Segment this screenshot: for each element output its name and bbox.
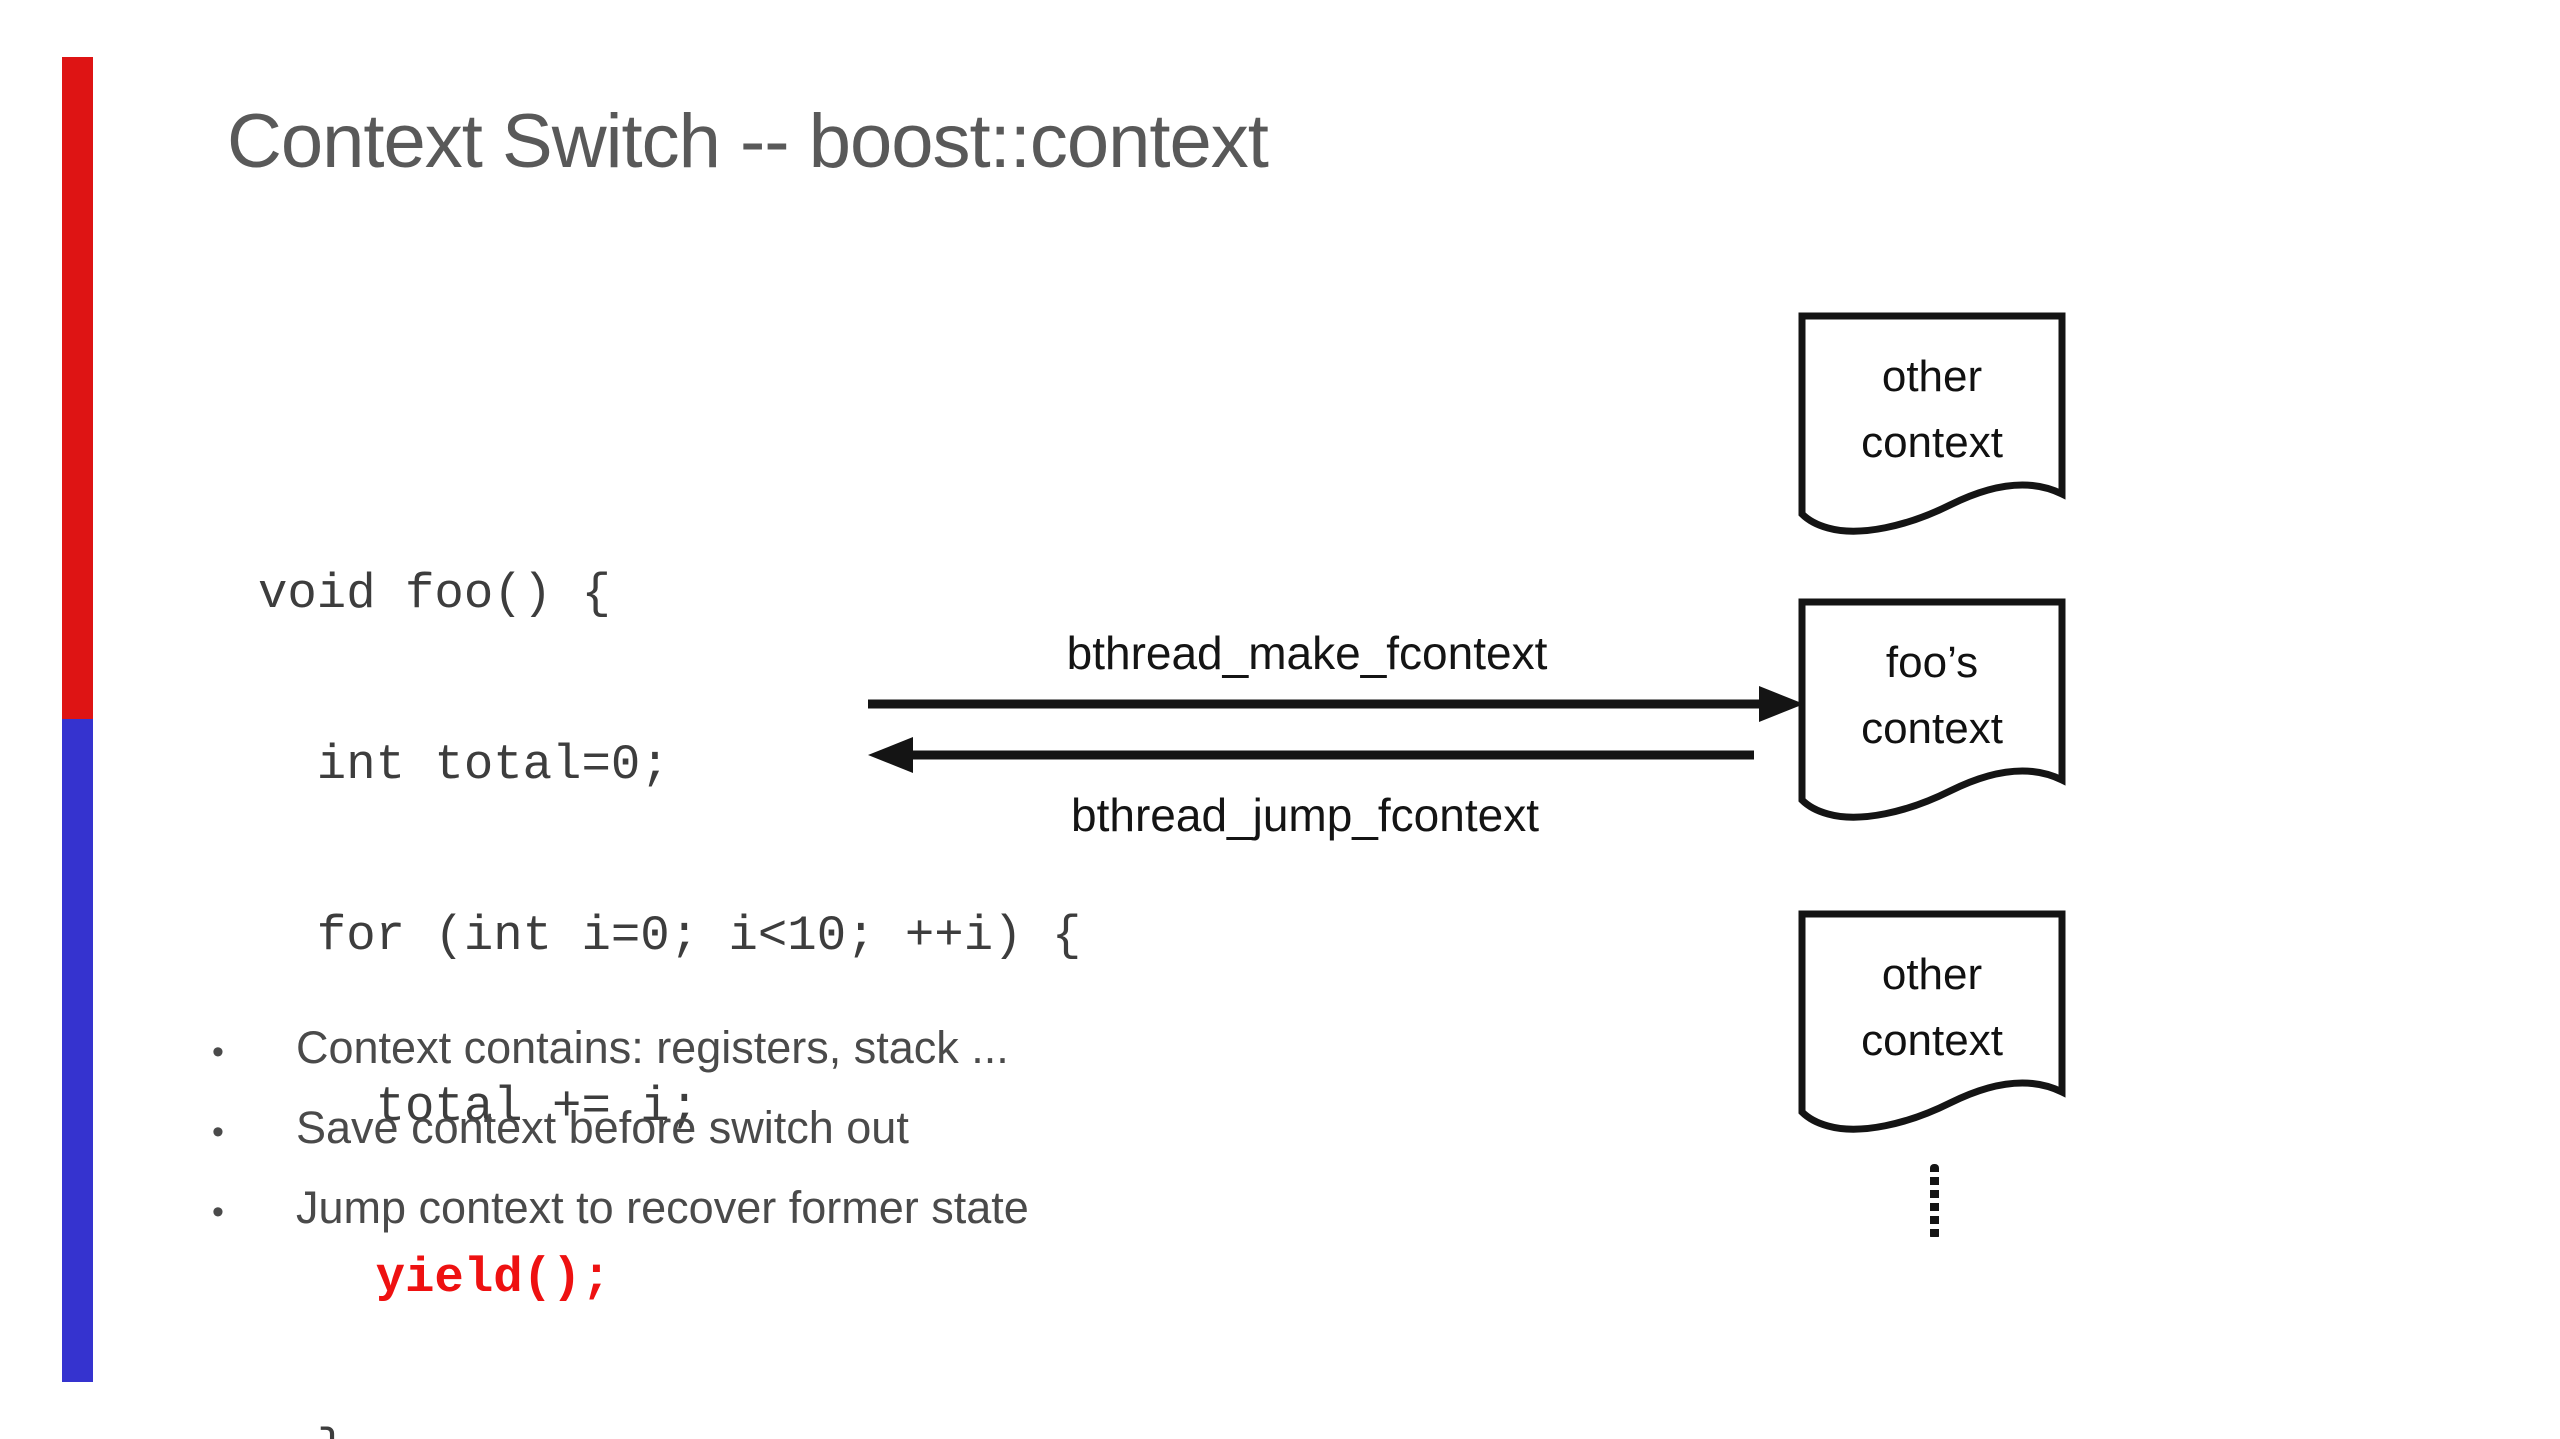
document-shape-icon bbox=[1798, 910, 2066, 1133]
bullet-item: • Save context before switch out bbox=[212, 1102, 1029, 1182]
code-line: void foo() { bbox=[258, 566, 611, 622]
context-box-label: other context bbox=[1861, 950, 2003, 1065]
bullet-dot-icon: • bbox=[212, 1033, 224, 1071]
accent-bar-red bbox=[62, 57, 93, 719]
code-line-yield: yield(); bbox=[258, 1250, 611, 1306]
bullet-item: • Context contains: registers, stack ... bbox=[212, 1022, 1029, 1102]
document-shape-icon bbox=[1798, 598, 2066, 821]
bullet-list: • Context contains: registers, stack ...… bbox=[212, 1022, 1029, 1262]
bullet-dot-icon: • bbox=[212, 1193, 224, 1231]
code-line: int total=0; bbox=[258, 737, 670, 793]
make-fcontext-label: bthread_make_fcontext bbox=[1066, 627, 1548, 679]
bullet-text: Context contains: registers, stack ... bbox=[296, 1022, 1009, 1073]
context-box-other-top: other context bbox=[1798, 312, 2066, 552]
bullet-item: • Jump context to recover former state bbox=[212, 1182, 1029, 1262]
page-title: Context Switch -- boost::context bbox=[227, 99, 1269, 184]
document-shape-icon bbox=[1798, 312, 2066, 535]
code-line: for (int i=0; i<10; ++i) { bbox=[258, 908, 1082, 964]
context-box-other-bottom: other context bbox=[1798, 910, 2066, 1150]
context-box-label: foo’s context bbox=[1861, 638, 2003, 753]
context-box-foo: foo’s context bbox=[1798, 598, 2066, 838]
left-arrow-icon bbox=[868, 737, 1754, 773]
continuation-dots-icon bbox=[1930, 1164, 1939, 1240]
right-arrow-icon bbox=[868, 686, 1804, 722]
bullet-dot-icon: • bbox=[212, 1113, 224, 1151]
code-line: total += i; bbox=[258, 1079, 700, 1135]
code-line: } bbox=[258, 1421, 1081, 1439]
accent-bar-blue bbox=[62, 719, 93, 1382]
bullet-text: Save context before switch out bbox=[296, 1102, 909, 1153]
context-box-label: other context bbox=[1861, 352, 2003, 467]
code-block: void foo() { int total=0; for (int i=0; … bbox=[258, 452, 1081, 1439]
jump-fcontext-label: bthread_jump_fcontext bbox=[1071, 789, 1539, 841]
bullet-text: Jump context to recover former state bbox=[296, 1182, 1029, 1233]
